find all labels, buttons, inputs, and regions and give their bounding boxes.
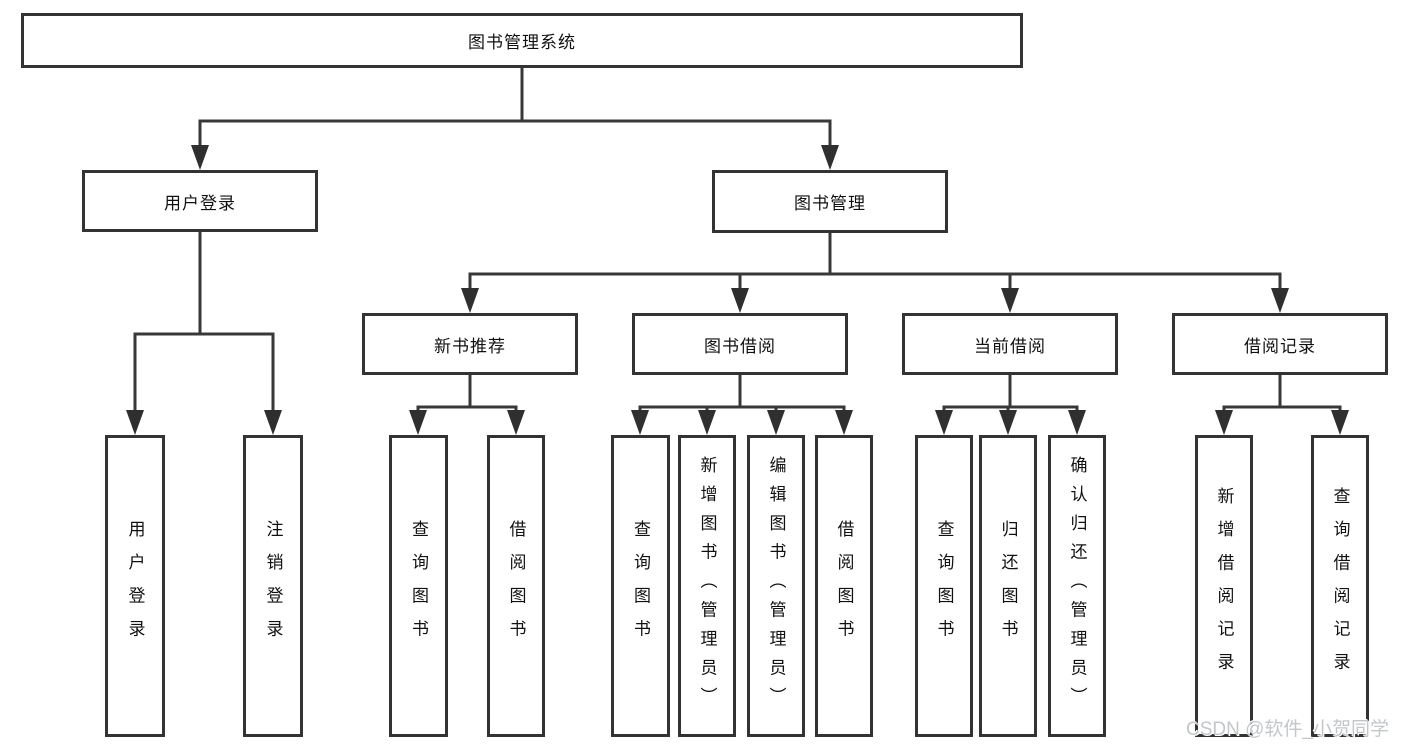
leaf-query-books-recommend: 查询图书: [389, 435, 448, 737]
connector-borrow-records-to-leaves: [1222, 375, 1342, 413]
node-new-book-recommend-label: 新书推荐: [434, 336, 506, 356]
leaf-add-books-admin-label: 新增图书（管理员）: [697, 455, 717, 717]
leaf-query-books-current: 查询图书: [915, 435, 973, 737]
leaf-add-books-admin: 新增图书（管理员）: [678, 435, 736, 737]
leaf-logout-label: 注销登录: [263, 519, 283, 653]
leaf-borrow-books-recommend: 借阅图书: [487, 435, 545, 737]
leaf-user-login: 用户登录: [105, 435, 165, 737]
node-user-login: 用户登录: [82, 170, 318, 232]
node-book-borrow: 图书借阅: [632, 313, 848, 375]
arrow-down-icon: [631, 410, 649, 435]
node-book-management: 图书管理: [712, 170, 948, 233]
node-new-book-recommend: 新书推荐: [362, 313, 578, 375]
arrow-down-icon: [835, 410, 853, 435]
connector-user-login-to-leaves: [133, 232, 275, 413]
arrow-down-icon: [731, 288, 749, 313]
leaf-return-books-label: 归还图书: [998, 519, 1018, 653]
node-user-login-label: 用户登录: [164, 193, 236, 213]
connector-new-books-to-leaves: [416, 375, 518, 413]
leaf-return-books: 归还图书: [979, 435, 1037, 737]
leaf-borrow-books-recommend-label: 借阅图书: [506, 519, 526, 653]
node-root: 图书管理系统: [21, 13, 1023, 68]
node-current-borrow: 当前借阅: [902, 313, 1118, 375]
leaf-add-borrow-record: 新增借阅记录: [1195, 435, 1253, 737]
leaf-query-borrow-record-label: 查询借阅记录: [1330, 486, 1350, 686]
connector-root-to-level2: [198, 68, 832, 150]
leaf-query-books-recommend-label: 查询图书: [409, 519, 428, 653]
leaf-query-books-borrow-label: 查询图书: [631, 519, 650, 653]
leaf-add-borrow-record-label: 新增借阅记录: [1214, 486, 1234, 686]
arrow-down-icon: [1331, 410, 1349, 435]
arrow-down-icon: [1271, 288, 1289, 313]
leaf-user-login-label: 用户登录: [125, 519, 145, 653]
node-current-borrow-label: 当前借阅: [974, 336, 1046, 356]
arrow-down-icon: [1068, 410, 1086, 435]
node-book-management-label: 图书管理: [794, 194, 866, 213]
leaf-query-books-borrow: 查询图书: [611, 435, 670, 737]
node-root-label: 图书管理系统: [468, 33, 576, 52]
csdn-watermark: CSDN @软件_小贺同学: [1186, 719, 1389, 740]
leaf-borrow-books: 借阅图书: [815, 435, 873, 737]
arrow-down-icon: [935, 410, 953, 435]
leaf-query-borrow-record: 查询借阅记录: [1311, 435, 1369, 737]
leaf-confirm-return-admin: 确认归还（管理员）: [1048, 435, 1106, 737]
leaf-edit-books-admin-label: 编辑图书（管理员）: [766, 455, 786, 717]
arrow-down-icon: [126, 410, 144, 435]
node-borrow-records: 借阅记录: [1172, 313, 1388, 375]
node-borrow-records-label: 借阅记录: [1244, 336, 1316, 356]
arrow-down-icon: [191, 145, 209, 170]
arrow-down-icon: [1215, 410, 1233, 435]
arrow-down-icon: [1001, 288, 1019, 313]
arrow-down-icon: [264, 410, 282, 435]
arrow-down-icon: [767, 410, 785, 435]
arrow-down-icon: [409, 410, 427, 435]
node-book-borrow-label: 图书借阅: [704, 336, 776, 356]
arrow-down-icon: [698, 410, 716, 435]
arrow-down-icon: [821, 145, 839, 170]
connector-book-borrow-to-leaves: [638, 375, 846, 413]
leaf-confirm-return-admin-label: 确认归还（管理员）: [1067, 455, 1087, 717]
connector-current-borrow-to-leaves: [942, 375, 1079, 413]
leaf-borrow-books-label: 借阅图书: [834, 519, 854, 653]
leaf-logout: 注销登录: [243, 435, 303, 737]
leaf-query-books-current-label: 查询图书: [934, 519, 954, 653]
arrow-down-icon: [461, 288, 479, 313]
arrowheads: [126, 145, 1349, 435]
arrow-down-icon: [999, 410, 1017, 435]
connector-book-mgmt-to-level3: [468, 233, 1282, 295]
leaf-edit-books-admin: 编辑图书（管理员）: [747, 435, 805, 737]
arrow-down-icon: [507, 410, 525, 435]
